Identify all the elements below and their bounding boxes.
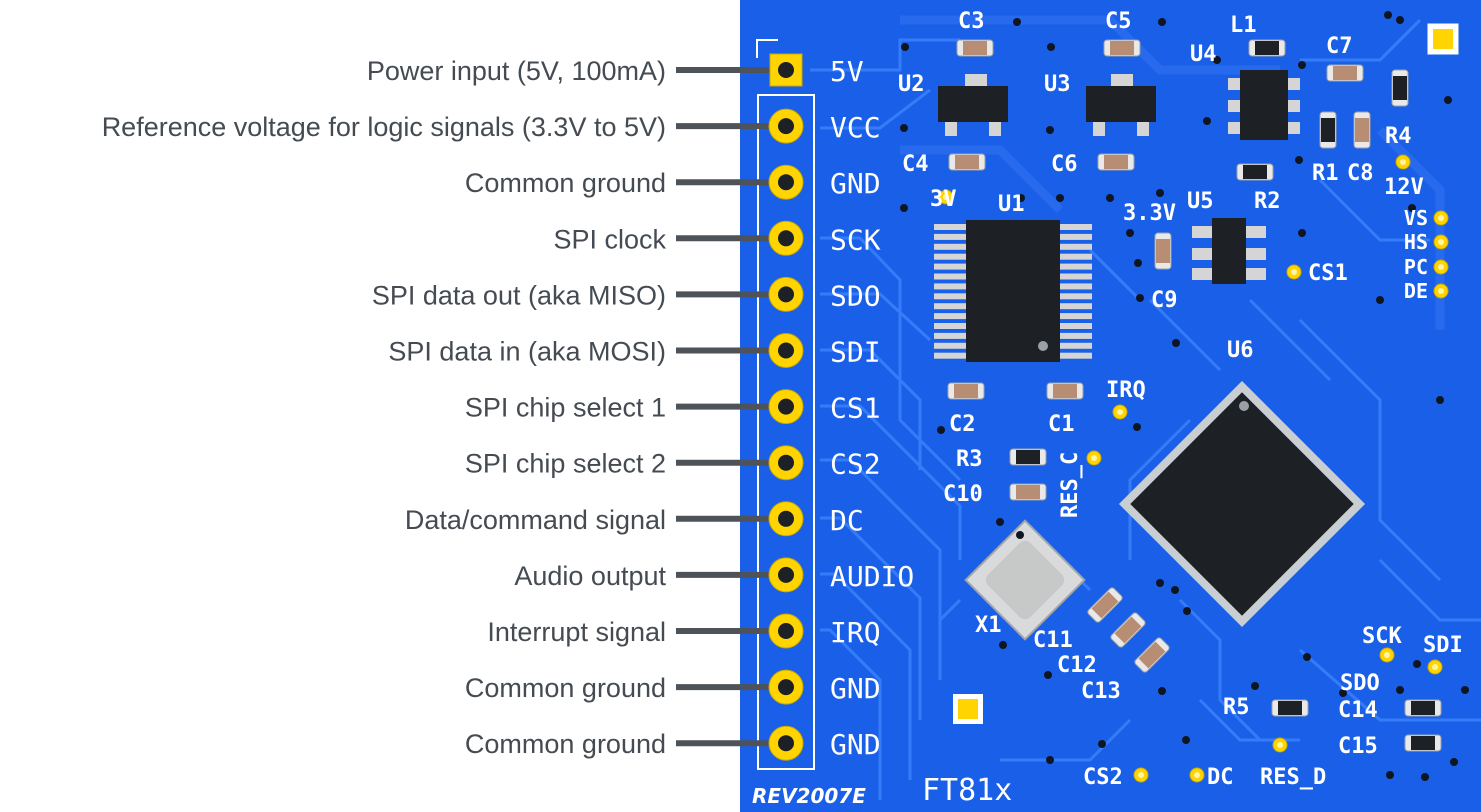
pin-description: Reference voltage for logic signals (3.3… [102,112,666,142]
pin-label: GND [830,167,881,200]
pin-descriptions: Power input (5V, 100mA) Reference voltage… [102,56,667,759]
label-c11: C11 [1033,628,1073,653]
res-r3 [1010,449,1046,465]
pin-label: CS2 [830,448,881,481]
pin-description: SPI chip select 1 [465,393,666,423]
pin-label: IRQ [830,616,881,649]
cap-c9 [1155,233,1171,269]
board-revision: REV2007E [752,784,866,808]
pin-description: Common ground [465,168,666,198]
test-point-labels: VS HS PC DE [1404,206,1428,303]
pin-description: SPI chip select 2 [465,449,666,479]
label-de: DE [1404,279,1428,303]
label-r1: R1 [1312,161,1339,186]
label-sdo-tp: SDO [1340,671,1380,696]
cap-c10 [1010,484,1046,500]
label-c2: C2 [949,412,976,437]
pin-label: SDI [830,336,881,369]
res-r1 [1320,112,1336,148]
cap-c15 [1405,735,1441,751]
cap-c5 [1104,40,1140,56]
label-sdi-tp: SDI [1423,633,1463,658]
label-c4: C4 [902,152,929,177]
label-c1: C1 [1048,412,1075,437]
inductor-l1 [1249,40,1285,56]
pin-description: Data/command signal [405,505,666,535]
label-c13: C13 [1081,679,1121,704]
pin-description: Common ground [465,673,666,703]
label-u1: U1 [998,192,1025,217]
res-r2 [1237,164,1273,180]
label-u2: U2 [898,72,925,97]
label-u3: U3 [1044,72,1071,97]
cap-c14 [1405,700,1441,716]
pin-label: VCC [830,111,881,144]
pin-label: AUDIO [830,560,914,593]
res-r5 [1272,700,1308,716]
label-12v: 12V [1384,175,1424,200]
label-u5: U5 [1187,189,1214,214]
label-hs: HS [1404,230,1428,254]
label-cs1-tp: CS1 [1308,261,1348,286]
label-c12: C12 [1057,653,1097,678]
label-r5: R5 [1223,695,1250,720]
label-c9: C9 [1151,288,1178,313]
label-c6: C6 [1051,152,1078,177]
label-res-d: RES_D [1260,765,1326,790]
cap-c7 [1327,65,1363,81]
label-u6: U6 [1227,338,1254,363]
pin-label: 5V [830,55,864,88]
ic-u4 [1228,70,1300,140]
pin-description: Audio output [514,561,666,591]
label-sck-tp: SCK [1362,624,1402,649]
label-3v3: 3.3V [1123,201,1176,226]
ic-u5 [1192,218,1266,284]
label-c8: C8 [1347,161,1374,186]
label-vs: VS [1404,206,1428,230]
pin-label: GND [830,728,881,761]
pin-description: SPI data out (aka MISO) [372,280,666,310]
label-cs2-tp: CS2 [1083,765,1123,790]
pin-description: Interrupt signal [487,617,666,647]
cap-c8 [1354,112,1370,148]
label-dc-tp: DC [1207,765,1234,790]
cap-c1 [1047,383,1083,399]
label-r2: R2 [1254,189,1281,214]
pin-description: SPI clock [553,224,666,254]
cap-c6 [1098,154,1134,170]
pin-label: DC [830,504,864,537]
label-c14: C14 [1338,698,1378,723]
label-3v: 3V [930,187,957,212]
pin-label: GND [830,672,881,705]
label-c5: C5 [1105,9,1132,34]
cap-c2 [948,383,984,399]
label-res-c: RES_C [1058,452,1083,518]
label-l1: L1 [1230,13,1257,38]
label-pc: PC [1404,255,1428,279]
label-r4: R4 [1385,124,1412,149]
pin-label: SDO [830,279,881,312]
label-x1: X1 [975,613,1002,638]
label-c3: C3 [958,9,985,34]
pin-label: CS1 [830,392,881,425]
cap-c4 [949,154,985,170]
label-c7: C7 [1326,34,1353,59]
pin-description: Power input (5V, 100mA) [367,56,666,86]
pin-label: SCK [830,223,881,256]
label-c15: C15 [1338,734,1378,759]
label-c10: C10 [943,482,983,507]
cap-c3 [957,40,993,56]
pin-description: SPI data in (aka MOSI) [388,337,666,367]
label-irq-tp: IRQ [1106,378,1146,403]
label-r3: R3 [956,447,983,472]
res-r4 [1392,70,1408,106]
label-u4: U4 [1190,42,1217,67]
board-name: FT81x [922,773,1012,808]
pin-description: Common ground [465,729,666,759]
